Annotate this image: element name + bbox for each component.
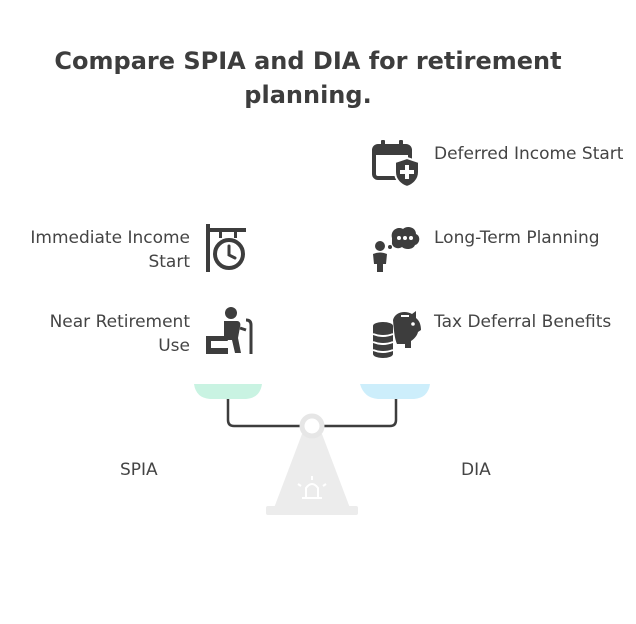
title-text: Compare SPIA and DIA for retirement plan… [54, 47, 562, 109]
dia-pan [360, 384, 430, 399]
dia-label: DIA [461, 460, 491, 480]
dia-item-long-term-planning: Long-Term Planning [434, 228, 600, 248]
spia-item-near-retirement-use: Near Retirement Use [49, 312, 190, 356]
spia-item-immediate-income-start: Immediate Income Start [30, 228, 190, 272]
spia-pan [194, 384, 262, 399]
sign-clock-icon [204, 222, 254, 274]
balance-scale [190, 380, 440, 520]
dia-item-tax-deferral-benefits: Tax Deferral Benefits [434, 312, 612, 332]
calendar-plus-icon [372, 140, 422, 188]
scale-pivot [299, 413, 325, 439]
alarm-light-icon [297, 476, 327, 499]
piggy-bank-coins-icon [371, 306, 423, 358]
person-thinking-icon [370, 224, 422, 274]
scale-foot [266, 506, 358, 515]
page-title: Compare SPIA and DIA for retirement plan… [0, 44, 616, 112]
elderly-person-icon [204, 306, 254, 356]
spia-label: SPIA [120, 460, 158, 480]
scale-base [274, 434, 350, 508]
dia-item-deferred-income-start: Deferred Income Start [434, 144, 624, 164]
